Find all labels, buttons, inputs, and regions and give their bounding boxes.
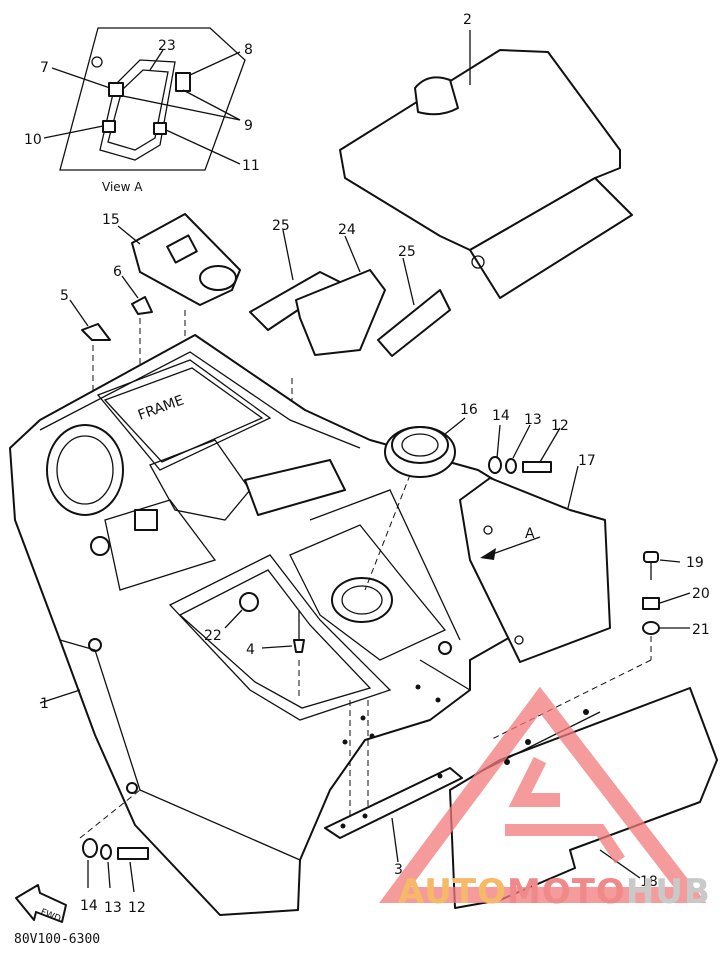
- watermark-part-auto: AUTO: [398, 872, 507, 912]
- callout-14b: 14: [80, 898, 98, 914]
- shift-cover-part-15: [117, 213, 241, 306]
- watermark-part-hub: HUB: [625, 872, 711, 912]
- watermark-text: AUTOMOTOHUB: [398, 872, 711, 912]
- screw-19-icon: [643, 551, 659, 563]
- callout-10: 10: [24, 132, 42, 148]
- callout-7: 7: [40, 60, 49, 76]
- callout-12b: 12: [128, 900, 146, 916]
- callout-6: 6: [113, 264, 122, 280]
- callout-13b: 13: [104, 900, 122, 916]
- callout-17: 17: [578, 453, 596, 469]
- nut-20-icon: [642, 597, 660, 610]
- console-body-part-1: FRAME: [9, 334, 561, 916]
- hardware-bottom-left: [79, 789, 149, 893]
- washer-13b-icon: [100, 844, 112, 860]
- callout-24: 24: [338, 222, 356, 238]
- callout-1: 1: [40, 696, 49, 712]
- clip-10-icon: [102, 120, 116, 133]
- callout-numbers: 1 2 3 4 5 6 7 8 9 10 11 12 12 13 13 14 1…: [24, 12, 710, 916]
- forward-arrow-icon: FWD: [15, 884, 67, 925]
- callout-2: 2: [463, 12, 472, 28]
- console-lid-part-2: [339, 30, 633, 299]
- side-panel-part-17: [459, 424, 611, 663]
- bracket-parts-24-25: [249, 229, 451, 357]
- watermark-logo-icon: [379, 686, 707, 903]
- washer-21-icon: [642, 621, 660, 635]
- plate-part-3: [324, 700, 463, 863]
- callout-16: 16: [460, 402, 478, 418]
- callout-25: 25: [272, 218, 290, 234]
- callout-11: 11: [242, 158, 260, 174]
- clip-8-icon: [175, 72, 191, 92]
- callout-25b: 25: [398, 244, 416, 260]
- callout-21: 21: [692, 622, 710, 638]
- callout-22: 22: [204, 628, 222, 644]
- callout-23: 23: [158, 38, 176, 54]
- callout-9: 9: [244, 118, 253, 134]
- bolt-12-icon: [522, 461, 552, 473]
- callout-5: 5: [60, 288, 69, 304]
- callout-14: 14: [492, 408, 510, 424]
- hardware-parts-19-21: [489, 551, 691, 741]
- washer-13-icon: [505, 458, 517, 474]
- callout-4: 4: [246, 642, 255, 658]
- callout-12: 12: [551, 418, 569, 434]
- watermark-part-moto: MOTO: [506, 872, 626, 912]
- part-code: 80V100-6300: [14, 932, 101, 947]
- callout-a: A: [525, 526, 535, 542]
- clip-7-icon: [108, 82, 124, 97]
- callout-20: 20: [692, 586, 710, 602]
- bolt-12b-icon: [117, 847, 149, 860]
- callout-3: 3: [394, 862, 403, 878]
- callout-19: 19: [686, 555, 704, 571]
- grommet-part-16: [364, 417, 466, 591]
- view-a-label: View A: [102, 180, 143, 194]
- washer-14b-icon: [82, 838, 98, 858]
- plug-parts-4-22: [224, 592, 305, 700]
- washer-14-icon: [488, 456, 502, 474]
- callout-8: 8: [244, 42, 253, 58]
- clip-11-icon: [153, 122, 167, 135]
- callout-15: 15: [102, 212, 120, 228]
- callout-18: 18: [640, 874, 658, 890]
- callout-13: 13: [524, 412, 542, 428]
- view-a-inset: [43, 27, 246, 171]
